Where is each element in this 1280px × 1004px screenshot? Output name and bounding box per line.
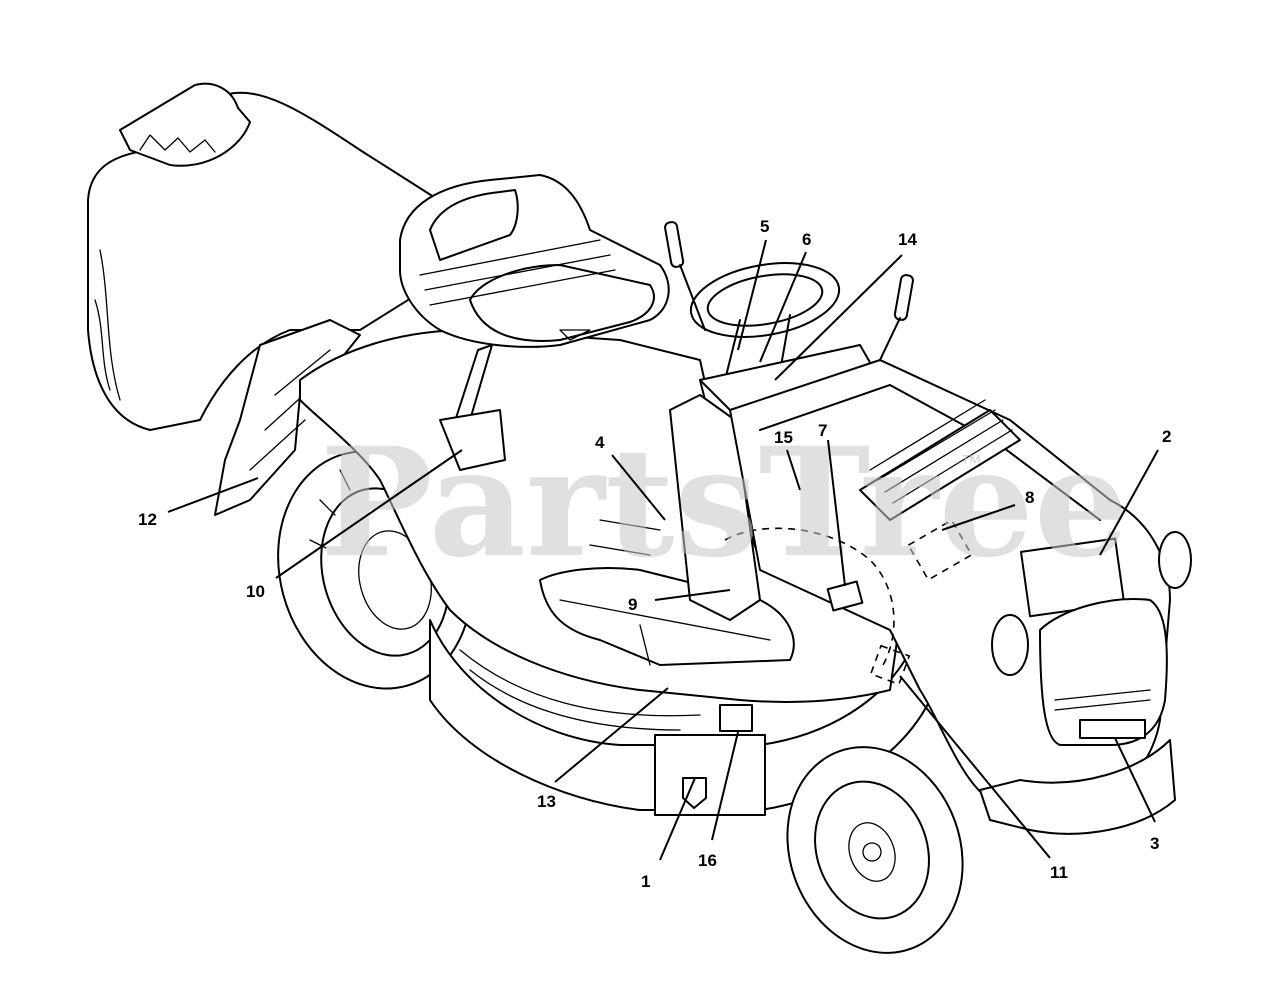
leader-14 [774,254,903,381]
watermark-text: PartsTree [320,415,1129,591]
leader-11 [899,675,1051,859]
callout-3: 3 [1150,834,1159,853]
callout-5: 5 [760,217,769,236]
leader-12 [167,477,259,513]
leader-4 [611,454,666,521]
callout-13: 13 [537,792,556,811]
leader-15 [786,449,801,491]
callout-labels: 1 2 3 4 5 6 7 8 9 10 11 12 13 14 15 16 [138,217,1171,891]
callout-10: 10 [246,582,265,601]
callout-7: 7 [818,421,827,440]
leader-9 [654,589,731,601]
callout-9: 9 [628,595,637,614]
leader-lines [167,239,1159,861]
partstree-watermark: PartsTree ™ [320,415,1129,591]
callout-16: 16 [698,851,717,870]
throttle-lever [664,221,706,331]
grass-catcher-bag [87,82,475,431]
front-bumper [979,739,1176,835]
leader-3 [1114,737,1156,823]
callout-11: 11 [1050,863,1068,882]
hood [729,359,1192,811]
leader-2 [1099,449,1159,556]
callout-1: 1 [641,872,650,891]
callout-15: 15 [774,428,793,447]
callout-4: 4 [595,433,605,452]
leader-6 [759,251,807,363]
watermark-trademark: ™ [960,450,982,475]
callout-12: 12 [138,510,157,529]
leader-10 [275,449,463,579]
leader-7 [827,439,846,587]
callout-6: 6 [802,230,811,249]
mower-deck [429,619,931,816]
leader-8 [941,504,1016,531]
leader-5 [737,239,767,351]
leader-16 [711,731,739,841]
leader-13 [554,687,669,783]
callout-2: 2 [1162,427,1171,446]
leader-1 [659,777,696,861]
decal-outline [724,527,911,686]
front-wheel [786,746,964,954]
seat [399,174,670,348]
blade-lever [879,274,914,361]
callout-14: 14 [898,230,917,249]
callout-8: 8 [1025,488,1034,507]
